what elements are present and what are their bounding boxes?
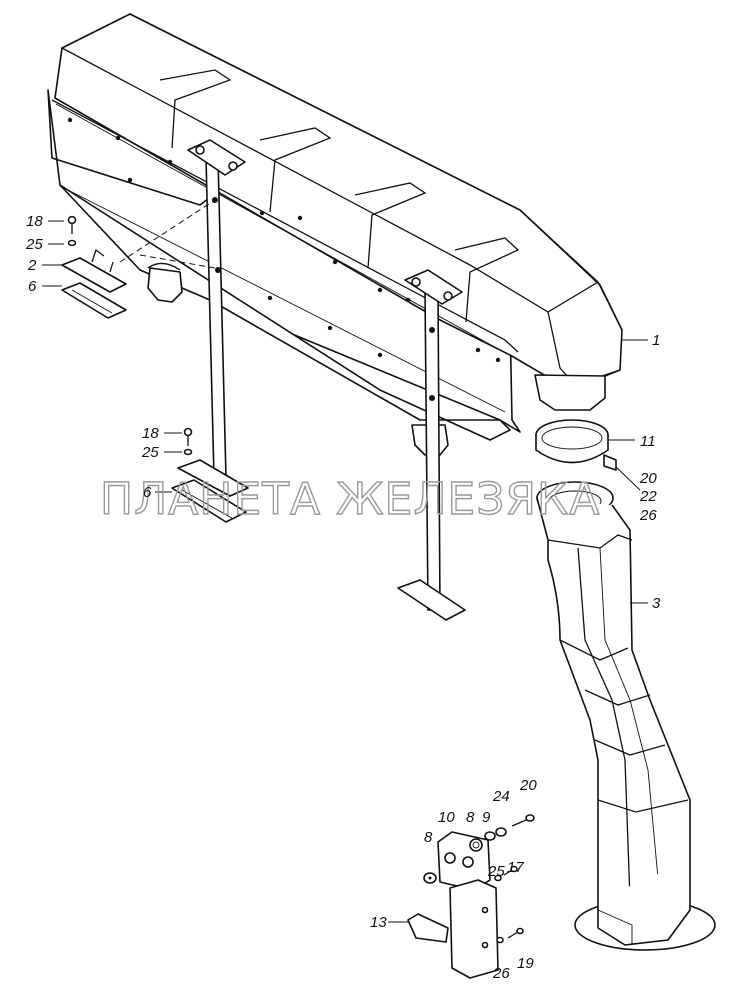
callout-25-lower: 25 — [141, 444, 159, 461]
callout-6-upper: 6 — [28, 278, 37, 295]
air-cleaner-housing — [47, 13, 623, 456]
plate-part-13 — [407, 913, 449, 943]
callout-9: 9 — [482, 809, 491, 826]
callout-2: 2 — [27, 257, 37, 274]
callout-6-lower: 6 — [143, 484, 152, 501]
bolt-part-19 — [507, 927, 524, 939]
washer-part-24 — [495, 827, 507, 837]
pad-part-6-lower — [171, 479, 247, 523]
washer-part-25-upper — [67, 239, 77, 247]
callout-8-upper: 8 — [466, 809, 475, 826]
callout-26-lower: 26 — [492, 965, 510, 982]
bolt-part-18-lower — [183, 427, 193, 446]
clamp-part-11 — [535, 419, 617, 471]
callout-17: 17 — [507, 859, 524, 876]
support-bracket-right — [397, 269, 466, 621]
bolt-part-18-upper — [67, 215, 77, 234]
intake-pipe-part-3 — [536, 481, 716, 951]
callout-1: 1 — [652, 332, 660, 349]
callout-24: 24 — [492, 788, 510, 805]
bracket-plate-rear — [449, 879, 499, 979]
callout-8-left: 8 — [424, 829, 433, 846]
washer-part-25-lower — [183, 448, 193, 456]
washer-part-25-lower-mount — [494, 874, 502, 882]
washer-part-8-upper — [469, 838, 483, 852]
callout-3: 3 — [652, 595, 661, 612]
callout-13: 13 — [370, 914, 387, 931]
callout-25-mount: 25 — [487, 863, 505, 880]
callout-labels: 1 3 11 20 22 26 18 25 2 6 18 25 6 10 8 9… — [25, 213, 661, 982]
callout-25-upper: 25 — [25, 236, 43, 253]
callout-10: 10 — [438, 809, 455, 826]
callout-18-upper: 18 — [26, 213, 43, 230]
callout-20-top: 20 — [639, 470, 657, 487]
callout-18-lower: 18 — [142, 425, 159, 442]
leader-lines — [42, 220, 648, 923]
bracket-plate-part-2 — [61, 248, 127, 293]
spacer-part-9 — [484, 831, 496, 841]
washer-part-8-left — [423, 872, 437, 884]
bolt-part-17 — [503, 865, 518, 876]
pad-part-6-upper — [61, 282, 127, 319]
callout-19: 19 — [517, 955, 534, 972]
callout-26-top: 26 — [639, 507, 657, 524]
callout-11: 11 — [640, 433, 656, 450]
watermark: ПЛАНЕТА ЖЕЛЕЗЯКА — [100, 474, 600, 525]
bolt-part-20-lower — [511, 814, 535, 827]
washer-part-26-lower — [496, 936, 504, 944]
callout-20-lower: 20 — [519, 777, 537, 794]
callout-22: 22 — [639, 488, 657, 505]
support-bracket-left — [177, 139, 249, 497]
